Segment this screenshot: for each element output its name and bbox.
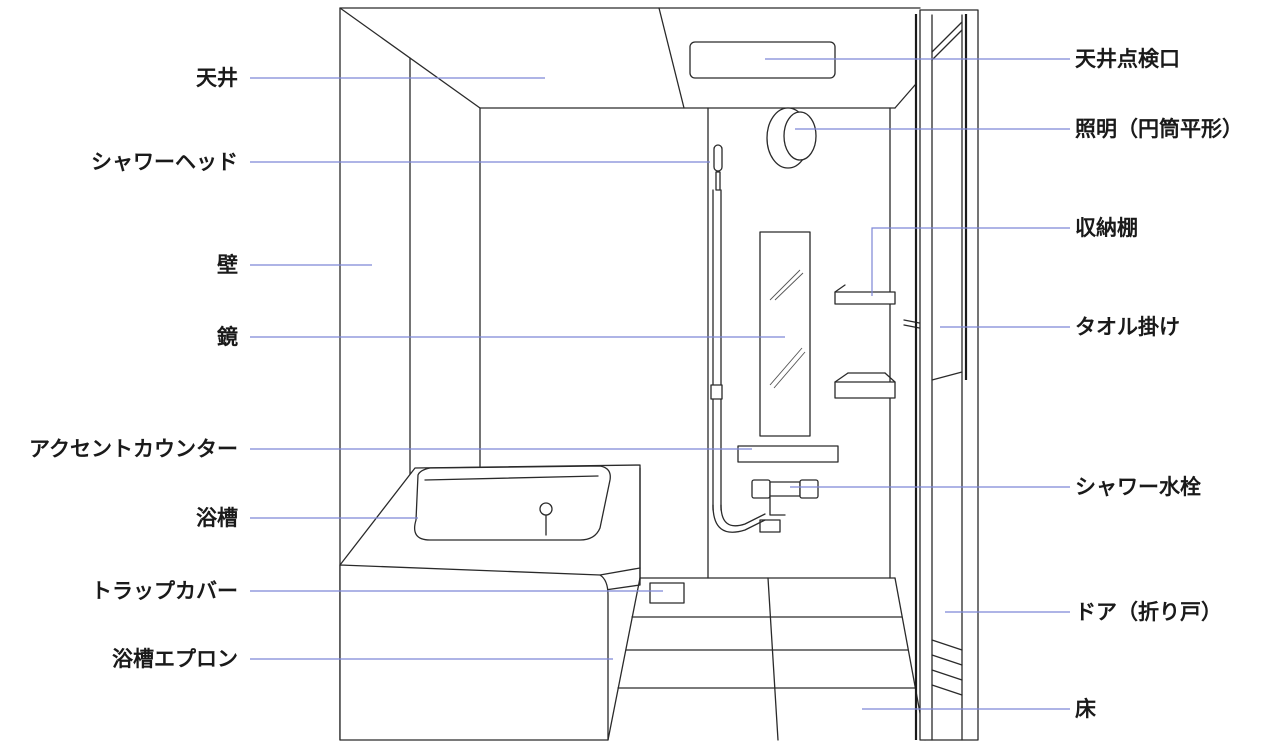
label-ceiling: 天井 xyxy=(196,66,238,90)
bathtub-shape xyxy=(340,465,640,740)
shower-faucet-shape xyxy=(752,480,818,532)
label-bathtub: 浴槽 xyxy=(196,506,238,530)
label-storage-shelf: 収納棚 xyxy=(1075,216,1138,240)
label-door: ドア（折り戸） xyxy=(1075,600,1222,624)
storage-shelf-shape xyxy=(835,285,895,398)
mirror-shape xyxy=(760,232,810,436)
label-bathtub-apron: 浴槽エプロン xyxy=(112,647,238,671)
label-lighting: 照明（円筒平形） xyxy=(1075,117,1243,141)
trap-cover-shape xyxy=(650,583,684,603)
accent-counter-shape xyxy=(738,446,838,462)
label-wall: 壁 xyxy=(217,253,238,277)
label-towel-bar: タオル掛け xyxy=(1075,315,1180,339)
label-ceiling-hatch: 天井点検口 xyxy=(1075,47,1180,71)
lighting-shape xyxy=(767,108,816,168)
label-trap-cover: トラップカバー xyxy=(91,579,238,603)
label-mirror: 鏡 xyxy=(217,325,238,349)
ceiling-hatch-shape xyxy=(690,42,835,78)
label-accent-counter: アクセントカウンター xyxy=(29,437,238,461)
shower-head-shape xyxy=(711,145,765,532)
leader-lines-right xyxy=(765,59,1070,709)
label-floor: 床 xyxy=(1075,697,1096,721)
door-shape xyxy=(916,10,978,740)
label-shower-faucet: シャワー水栓 xyxy=(1075,475,1201,499)
label-shower-head: シャワーヘッド xyxy=(91,150,238,174)
